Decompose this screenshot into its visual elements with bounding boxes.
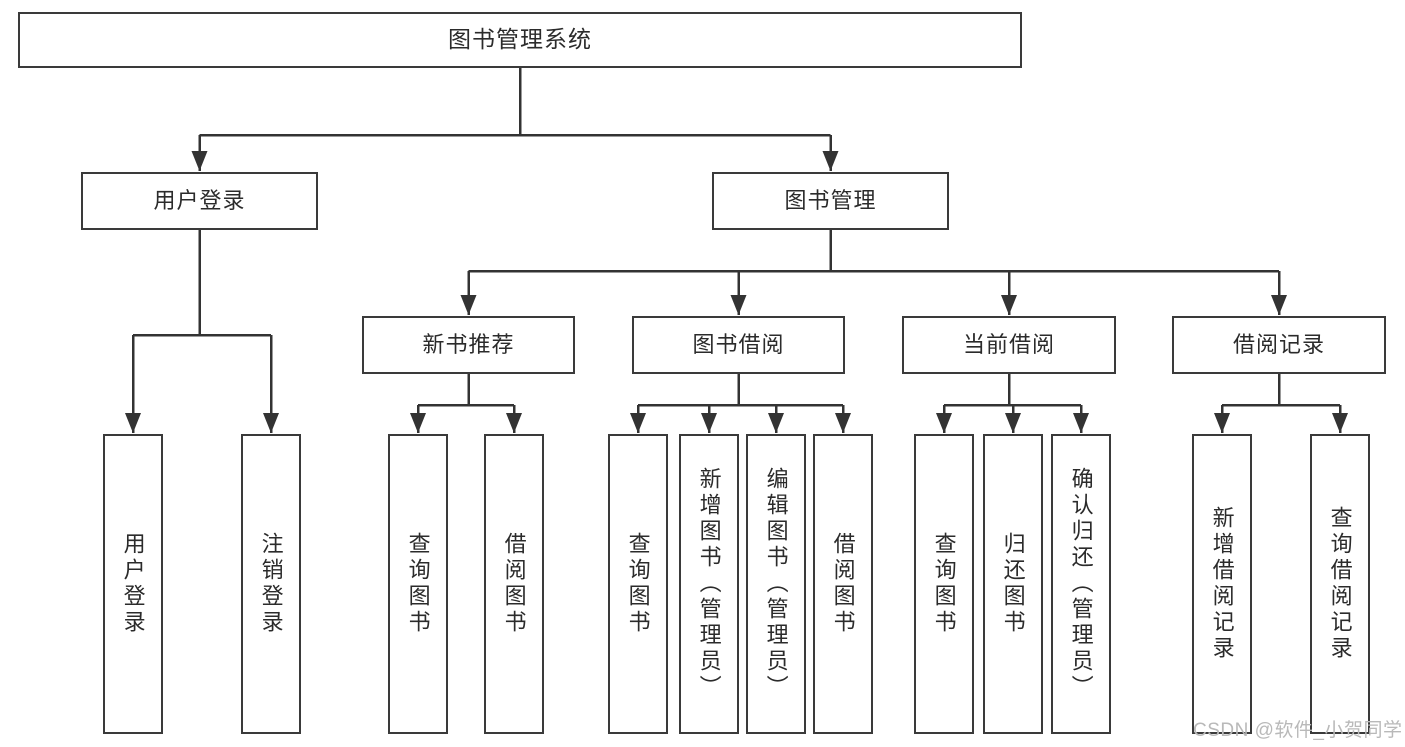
node-leaf-rec-borrow[interactable]: 借阅图书 xyxy=(484,434,544,734)
node-leaf-borrow-query[interactable]: 查询图书 xyxy=(608,434,668,734)
node-leaf-borrow-edit[interactable]: 编辑图书（管理员） xyxy=(746,434,806,734)
node-root[interactable]: 图书管理系统 xyxy=(18,12,1022,68)
node-leaf-cur-query[interactable]: 查询图书 xyxy=(914,434,974,734)
node-leaf-user-login[interactable]: 用户登录 xyxy=(103,434,163,734)
node-label: 查询图书 xyxy=(625,532,651,636)
node-user-login[interactable]: 用户登录 xyxy=(81,172,318,230)
node-label: 当前借阅 xyxy=(962,331,1055,357)
node-borrow-record[interactable]: 借阅记录 xyxy=(1172,316,1386,374)
node-leaf-cur-confirm[interactable]: 确认归还（管理员） xyxy=(1051,434,1111,734)
node-label: 查询图书 xyxy=(405,532,431,636)
node-label: 借阅记录 xyxy=(1232,331,1325,357)
node-label: 新增借阅记录 xyxy=(1209,506,1235,662)
node-label: 查询图书 xyxy=(931,532,957,636)
node-label: 借阅图书 xyxy=(830,532,856,636)
node-label: 查询借阅记录 xyxy=(1327,506,1353,662)
node-leaf-user-logout[interactable]: 注销登录 xyxy=(241,434,301,734)
node-label: 借阅图书 xyxy=(501,532,527,636)
node-leaf-cur-return[interactable]: 归还图书 xyxy=(983,434,1043,734)
node-label: 新增图书（管理员） xyxy=(696,467,722,701)
node-leaf-borrow-add[interactable]: 新增图书（管理员） xyxy=(679,434,739,734)
node-new-book-rec[interactable]: 新书推荐 xyxy=(362,316,575,374)
node-leaf-rec-query[interactable]: 查询图书 xyxy=(388,434,448,734)
node-label: 图书借阅 xyxy=(692,331,785,357)
node-current-borrow[interactable]: 当前借阅 xyxy=(902,316,1116,374)
node-label: 图书管理 xyxy=(784,187,877,213)
node-book-borrow[interactable]: 图书借阅 xyxy=(632,316,845,374)
node-label: 确认归还（管理员） xyxy=(1068,467,1094,701)
node-leaf-rec-add[interactable]: 新增借阅记录 xyxy=(1192,434,1252,734)
node-label: 注销登录 xyxy=(258,532,284,636)
node-label: 图书管理系统 xyxy=(448,26,592,53)
node-label: 编辑图书（管理员） xyxy=(763,467,789,701)
node-label: 用户登录 xyxy=(153,187,246,213)
node-leaf-rec-search[interactable]: 查询借阅记录 xyxy=(1310,434,1370,734)
node-leaf-borrow-lend[interactable]: 借阅图书 xyxy=(813,434,873,734)
csdn-watermark: CSDN @软件_小贺同学 xyxy=(1193,720,1403,741)
node-label: 用户登录 xyxy=(120,532,146,636)
node-label: 新书推荐 xyxy=(422,331,515,357)
node-book-manage[interactable]: 图书管理 xyxy=(712,172,949,230)
node-label: 归还图书 xyxy=(1000,532,1026,636)
